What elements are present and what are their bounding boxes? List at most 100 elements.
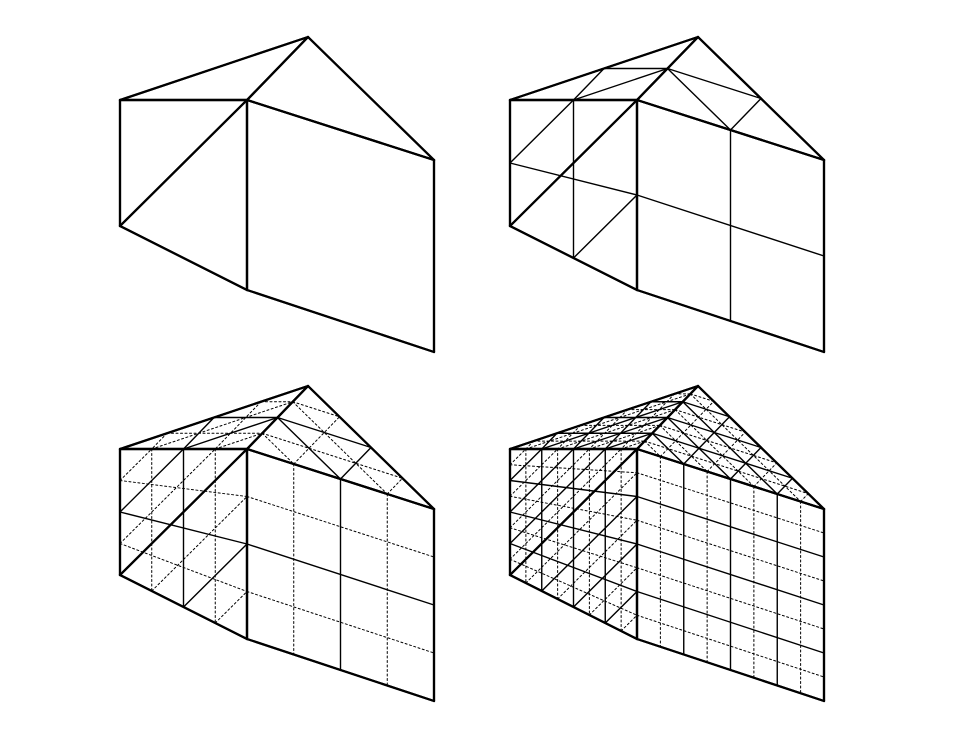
mesh-edge: [636, 614, 825, 678]
mesh-edge: [557, 424, 581, 450]
mesh-diagonal: [509, 448, 590, 529]
panel-level-2: [118, 384, 436, 703]
mesh-diagonal: [525, 472, 638, 584]
mesh-edge: [636, 472, 825, 534]
mesh-diagonal: [572, 194, 638, 259]
outline-edge: [635, 447, 826, 511]
mesh-edge: [620, 393, 675, 450]
panel-level-1: [508, 35, 826, 354]
outline-edge: [696, 35, 826, 162]
outline-edge: [508, 35, 700, 102]
mesh-edge: [386, 477, 403, 495]
mesh-diagonal: [509, 448, 575, 513]
mesh-edge: [644, 440, 809, 495]
mesh-diagonal: [509, 448, 606, 545]
outline-edge: [508, 384, 700, 451]
mesh-edge: [753, 462, 778, 487]
mesh-diagonal: [620, 614, 638, 632]
mesh-edge: [706, 431, 746, 472]
mesh-edge: [293, 416, 340, 465]
mesh-edge: [214, 432, 263, 450]
mesh-edge: [151, 401, 294, 450]
outline-edge: [245, 35, 310, 102]
mesh-edge: [151, 432, 168, 450]
mesh-edge: [261, 432, 295, 465]
outline-edge: [635, 288, 826, 354]
outline-edge: [118, 384, 310, 451]
outline-edge: [118, 35, 310, 102]
mesh-diagonal: [604, 590, 638, 624]
mesh-edge: [246, 591, 435, 654]
mesh-edge: [689, 393, 715, 402]
mesh-edge: [659, 400, 715, 457]
outline-edge: [245, 288, 436, 354]
mesh-edge: [509, 542, 638, 593]
mesh-edge: [674, 409, 755, 487]
outline-edge: [508, 573, 639, 641]
outline-edge: [245, 637, 436, 703]
outline-edge: [118, 573, 249, 641]
mesh-edge: [525, 393, 691, 450]
mesh-edge: [509, 558, 638, 616]
outline-edge: [696, 384, 826, 511]
outline-edge: [245, 384, 310, 451]
mesh-edge: [261, 432, 403, 479]
mesh-edge: [214, 401, 262, 450]
mesh-edge: [636, 194, 825, 257]
mesh-diagonal: [588, 567, 638, 616]
mesh-edge: [509, 162, 638, 196]
mesh-edge: [557, 409, 676, 450]
mesh-diagonal: [509, 448, 527, 466]
mesh-diagonal: [151, 496, 248, 592]
mesh-edge: [636, 519, 825, 582]
mesh-edge: [666, 67, 732, 131]
mesh-diagonal: [509, 99, 575, 164]
mesh-edge: [689, 393, 802, 502]
outline-edge: [508, 98, 639, 228]
mesh-diagonal: [509, 448, 543, 482]
outline-edge: [635, 98, 826, 162]
mesh-edge: [636, 567, 825, 630]
mesh-edge: [276, 416, 372, 449]
mesh-diagonal: [119, 448, 153, 481]
mesh-diagonal: [119, 448, 185, 513]
mesh-diagonal: [509, 448, 559, 497]
mesh-edge: [246, 496, 435, 558]
mesh-diagonal: [509, 448, 622, 560]
mesh-edge: [620, 440, 646, 450]
outline-edge: [118, 224, 249, 292]
mesh-edge: [666, 67, 762, 100]
mesh-edge: [509, 527, 638, 569]
mesh-edge: [588, 424, 661, 450]
mesh-edge: [729, 97, 762, 131]
mesh-edge: [292, 401, 388, 495]
mesh-edge: [636, 590, 825, 654]
panel-level-3: [508, 384, 826, 703]
outline-edge: [245, 447, 436, 511]
mesh-diagonal: [214, 591, 248, 624]
outline-edge: [635, 637, 826, 703]
mesh-diagonal: [572, 543, 638, 608]
mesh-edge: [644, 440, 661, 457]
mesh-edge: [636, 543, 825, 606]
outline-edge: [245, 98, 436, 162]
mesh-edge: [119, 543, 248, 592]
mesh-edge: [292, 401, 340, 418]
mesh-edge: [674, 409, 746, 433]
mesh-diagonal: [557, 519, 638, 600]
mesh-edge: [659, 424, 708, 472]
outline-edge: [118, 98, 249, 228]
outline-edge: [508, 447, 639, 577]
mesh-edge: [572, 67, 605, 101]
mesh-edge: [339, 446, 372, 480]
outline-edge: [306, 35, 436, 162]
mesh-edge: [572, 67, 669, 101]
panel-level-0: [118, 35, 436, 354]
mesh-diagonal: [541, 495, 638, 592]
mesh-edge: [119, 511, 248, 545]
mesh-diagonal: [182, 543, 248, 608]
mesh-edge: [588, 409, 628, 450]
mesh-edge: [800, 493, 809, 502]
mesh-edge: [246, 543, 435, 606]
mesh-diagonal: [119, 448, 216, 544]
